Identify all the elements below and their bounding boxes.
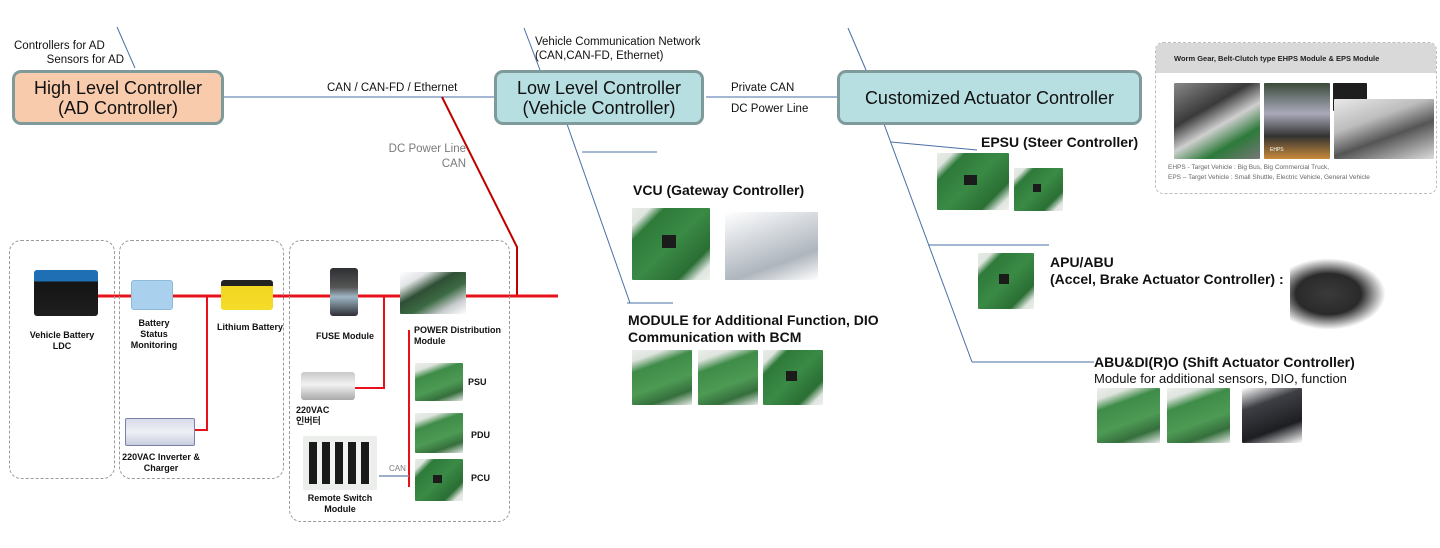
apu-title-line2: (Accel, Brake Actuator Controller) : [1050,271,1284,287]
dc-power-line-label: DC Power Line [731,103,809,115]
ehps-eps-info-panel: Worm Gear, Belt-Clutch type EHPS Module … [1155,42,1437,194]
epsu-board-image-2 [1014,168,1063,211]
remote-switch-module-label: Remote Switch Module [305,493,375,515]
info-panel-footer: EHPS - Target Vehicle : Big Bus, Big Com… [1156,163,1436,183]
dc-power-can-line2: CAN [441,158,466,170]
vehicle-battery-label: Vehicle Battery LDC [22,330,102,352]
ll-branch-line [566,123,631,304]
fuse-module-label: FUSE Module [316,331,374,341]
high-level-controller-subtitle: (AD Controller) [57,97,179,118]
battery-status-monitoring-label: Battery Status Monitoring [116,318,192,351]
inverter-charger-label-line1: 220VAC Inverter & [122,452,200,462]
actuator-controller-title: Customized Actuator Controller [864,87,1115,108]
pedal-assembly-image [1290,258,1386,330]
eps-column-image [1334,99,1434,159]
lithium-battery-label: Lithium Battery [216,322,283,332]
bsm-label-line1: Battery [138,318,170,328]
vcu-title: VCU (Gateway Controller) [633,182,805,198]
vehicle-battery-label-line1: Vehicle Battery [29,330,95,340]
module-board-image-1 [632,350,692,405]
module-title: MODULE for Additional Function, DIO Comm… [628,312,879,346]
private-can-label: Private CAN [731,82,795,94]
module-title-line1: MODULE for Additional Function, DIO [628,312,879,328]
customized-actuator-controller-box[interactable]: Customized Actuator Controller [837,70,1142,125]
inverter-charger-label: 220VAC Inverter & Charger [115,452,207,474]
pcu-label: PCU [471,473,491,483]
bsm-label-line2: Status Monitoring [130,329,178,350]
apu-title: APU/ABU (Accel, Brake Actuator Controlle… [1050,254,1284,288]
pdm-label: POWER Distribution Module [414,325,501,347]
vehicle-battery-image [34,270,98,316]
pcu-board-image [415,459,463,501]
dc-power-can-line1: DC Power Line [388,143,466,155]
battery-storage-group [119,240,284,479]
epsu-title: EPSU (Steer Controller) [981,134,1139,150]
pdu-board-image [415,413,463,453]
power-distribution-module-image [400,272,466,314]
abu-subtitle: Module for additional sensors, DIO, func… [1094,371,1347,386]
power-distribution-group [289,240,510,522]
apu-title-line1: APU/ABU [1050,254,1114,270]
info-footer-line1: EHPS - Target Vehicle : Big Bus, Big Com… [1168,164,1329,171]
low-level-controller-title: Low Level Controller [516,77,682,98]
info-footer-line2: EPS – Target Vehicle : Small Shuttle, El… [1168,174,1370,181]
dc-power-can-label: DC Power Line CAN [370,142,466,172]
remote-switch-label-line1: Remote Switch [307,493,373,503]
pdm-label-line2: Module [414,336,446,346]
fuse-module-image [330,268,358,316]
vehicle-battery-label-line2: LDC [52,341,72,351]
high-level-controller-title: High Level Controller [33,77,203,98]
inverter-220vac-label-line2: 인버터 [296,416,321,426]
inverter-charger-label-line2: Charger [143,463,179,473]
vcn-label: Vehicle Communication Network (CAN,CAN-F… [535,35,701,63]
inverter-220vac-label-line1: 220VAC [296,405,330,415]
vcn-label-line2: (CAN,CAN-FD, Ethernet) [535,50,664,62]
lithium-battery-image [221,280,273,310]
worm-gear-ehps-image [1174,83,1260,159]
vehicle-battery-group [9,240,115,479]
psu-label: PSU [468,377,487,387]
module-board-image-2 [698,350,758,405]
low-level-controller-box[interactable]: Low Level Controller (Vehicle Controller… [494,70,704,125]
ad-inputs-label: Controllers for AD Sensors for AD [14,39,124,67]
ca-top-line [847,27,867,71]
ehps-tag: EHPS [1270,147,1284,153]
high-level-controller-box[interactable]: High Level Controller (AD Controller) [12,70,224,125]
hl-ll-link-label: CAN / CAN-FD / Ethernet [327,82,458,94]
inverter-220vac-image [301,372,355,400]
ad-inputs-line2: Sensors for AD [46,54,124,66]
psu-board-image [415,363,463,401]
vcn-label-line1: Vehicle Communication Network [535,36,701,48]
inverter-220vac-label: 220VAC 인버터 [296,405,329,427]
pdu-label: PDU [471,430,491,440]
ad-inputs-line1: Controllers for AD [14,40,105,52]
module-board-image-3 [763,350,823,405]
info-panel-header: Worm Gear, Belt-Clutch type EHPS Module … [1156,43,1436,73]
remote-can-label: CAN [389,464,406,473]
epsu-board-image-1 [937,153,1009,210]
belt-clutch-ehps-image: EHPS [1264,83,1330,159]
abu-title: ABU&DI(R)O (Shift Actuator Controller) [1094,354,1355,370]
module-title-line2: Communication with BCM [628,329,802,345]
info-panel-images: EHPS [1156,73,1436,163]
low-level-controller-subtitle: (Vehicle Controller) [522,97,676,118]
remote-switch-module-image [303,436,377,490]
epsu-branch-line [890,141,978,151]
abu-enclosure-image [1242,388,1302,443]
battery-status-monitor-image [131,280,173,310]
vcu-enclosure-image [725,212,818,280]
abu-board-image-2 [1167,388,1230,443]
pdm-label-line1: POWER Distribution [414,325,501,335]
remote-switch-label-line2: Module [324,504,356,514]
inverter-charger-image [125,418,195,446]
apu-board-image [978,253,1034,309]
abu-board-image-1 [1097,388,1160,443]
vcu-board-image [632,208,710,280]
